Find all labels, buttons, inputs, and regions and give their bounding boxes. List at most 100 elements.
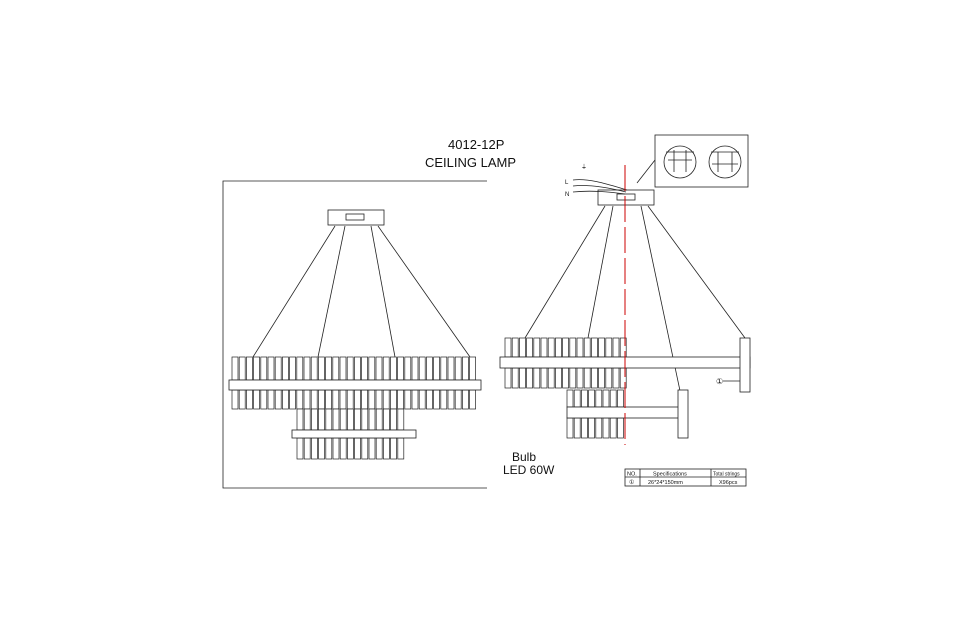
crystal [511,367,519,389]
crystal [332,356,340,381]
crystal [566,389,574,408]
crystal [289,356,296,381]
crystal [533,367,541,389]
crystal [354,356,361,381]
crystal [303,408,311,431]
suspension-wire [640,205,684,406]
crystal [383,408,390,431]
crystal [339,389,347,410]
front-view-frame [222,180,487,489]
canopy-vent [616,193,636,201]
crystal-callout: ① [716,377,723,386]
crystal [454,389,462,410]
suspension-wire [647,205,746,339]
crystal [375,356,383,381]
lower-ring-end [677,389,689,439]
crystal [447,389,455,410]
crystal [253,356,260,381]
crystal [282,389,289,410]
crystal [573,389,581,408]
crystal [555,337,562,358]
product-name: CEILING LAMP [425,155,516,170]
crystal [375,437,383,460]
header-total-strings: Total strings [713,472,740,478]
spec-table: NO. Specifications Total strings ① 26*24… [624,468,747,487]
crystal [397,408,405,431]
crystal [289,389,296,410]
crystal [231,389,239,410]
suspension-wire [317,225,346,358]
crystal [533,337,541,358]
cell-no: ① [629,479,634,486]
crystal [519,337,526,358]
crystal [605,337,613,358]
crystal [602,417,610,439]
crystal [339,437,347,460]
crystal [354,408,361,431]
crystal [311,408,318,431]
crystal [282,356,289,381]
crystal [296,356,304,381]
crystal [595,389,603,408]
crystal [318,437,325,460]
crystal [332,408,340,431]
crystal [325,356,332,381]
crystal [260,389,268,410]
crystal [617,389,624,408]
crystal [238,389,246,410]
detail-box [654,134,749,188]
crystal [411,389,419,410]
bulb-label: Bulb [512,450,536,464]
crystal [588,389,595,408]
crystal [332,437,340,460]
crystal [433,356,440,381]
upper-ring-band [228,379,482,391]
crystal [274,389,282,410]
crystal [267,389,275,410]
crystal [595,417,603,439]
crystal [583,337,591,358]
crystal [566,417,574,439]
crystal [591,367,598,389]
crystal [519,367,526,389]
model-number: 4012-12P [448,137,504,152]
crystal [296,437,304,460]
crystal [454,356,462,381]
crystal [368,389,376,410]
crystal [246,356,253,381]
crystal [310,356,318,381]
crystal [573,417,581,439]
crystal [332,389,340,410]
crystal [346,389,354,410]
crystal [605,367,613,389]
crystal [612,367,620,389]
crystal [246,389,253,410]
crystal [303,389,311,410]
crystal [361,356,368,381]
crystal [375,389,383,410]
header-no: NO. [627,472,637,478]
detail-hardware [666,150,739,172]
crystal [576,337,584,358]
upper-ring-end [739,337,751,393]
crystal [426,356,433,381]
crystal [511,337,519,358]
crystal [339,356,347,381]
crystal [368,356,376,381]
crystal [361,408,369,431]
crystal [375,408,383,431]
crystal [347,437,354,460]
suspension-wire [370,225,396,358]
crystal [418,389,426,410]
crystal [411,356,419,381]
crystal [569,337,577,358]
crystal [318,389,325,410]
crystal [504,367,512,389]
crystal [347,408,354,431]
crystal [555,367,562,389]
crystal [382,356,390,381]
crystal [354,389,361,410]
crystal [440,356,448,381]
crystal [296,389,304,410]
detail-pointer [636,159,656,184]
